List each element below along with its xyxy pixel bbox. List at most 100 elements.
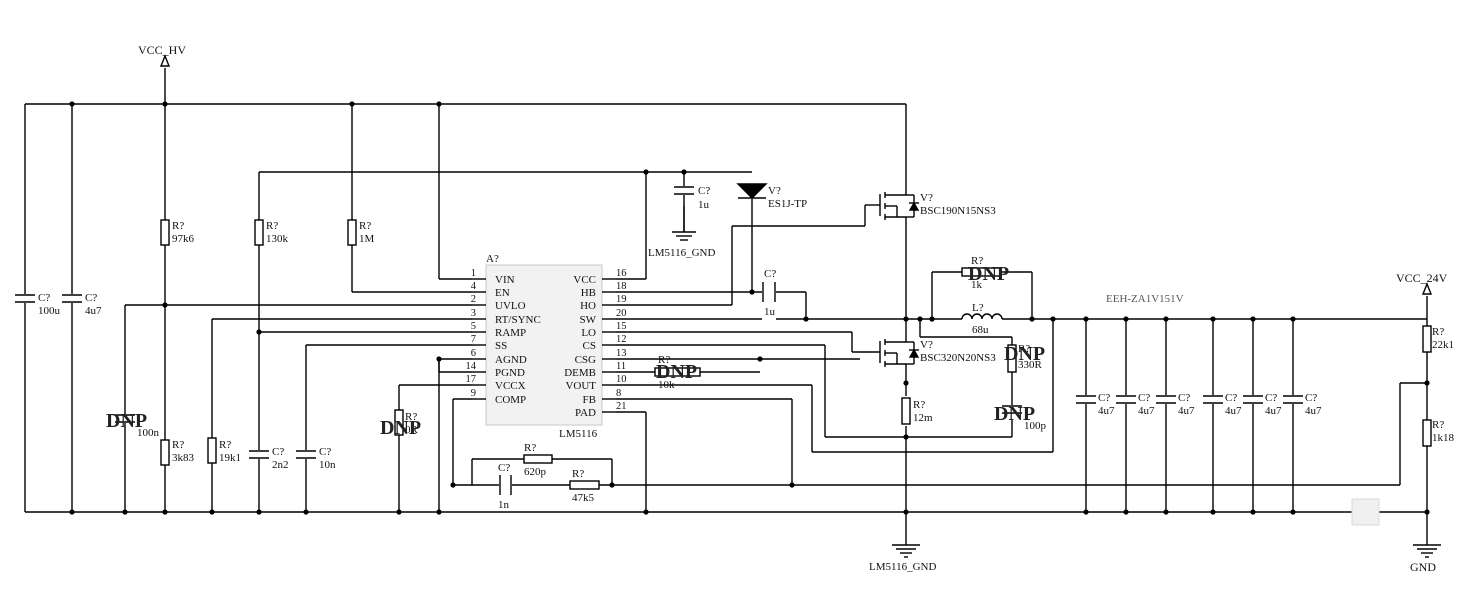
mosfet-high-side: V? BSC190N15NS3 bbox=[879, 190, 996, 222]
resistor-comp-ref: R? bbox=[524, 442, 536, 454]
mosfet-high-ref: V? bbox=[920, 192, 933, 204]
cap-2n2-ref: C? bbox=[272, 446, 284, 458]
pin-num: 9 bbox=[471, 388, 476, 399]
pin-num: 1 bbox=[471, 268, 476, 279]
resistor-47k5-value: 47k5 bbox=[572, 492, 595, 504]
cap-2n2: C? 2n2 bbox=[249, 446, 289, 471]
resistor-3k83: R? 3k83 bbox=[160, 439, 195, 466]
output-cap-value: 4u7 bbox=[1305, 405, 1322, 417]
resistor-12m-ref: R? bbox=[913, 399, 925, 411]
output-cap-ref: C? bbox=[1098, 392, 1110, 404]
gnd-label: GND bbox=[1410, 560, 1436, 574]
resistor-130k-value: 130k bbox=[266, 233, 289, 245]
pin-name: CS bbox=[583, 340, 596, 352]
resistor-1m-ref: R? bbox=[359, 220, 371, 232]
resistor-330r-ref: R? bbox=[1018, 343, 1030, 355]
cap-boot-1u: C? 1u bbox=[762, 268, 776, 318]
cap-100p-dnp: 100p DNP bbox=[994, 403, 1047, 432]
pin-name: CSG bbox=[575, 354, 596, 366]
dnp-mark: DNP bbox=[656, 361, 697, 383]
cap-100u-value: 100u bbox=[38, 305, 61, 317]
resistor-19k1-ref: R? bbox=[219, 439, 231, 451]
resistor-1m-value: 1M bbox=[359, 233, 375, 245]
pin-name: HO bbox=[580, 300, 596, 312]
output-cap-ref: C? bbox=[1265, 392, 1277, 404]
cap-4u7-input: C? 4u7 bbox=[62, 292, 102, 317]
pin-name: SS bbox=[495, 340, 507, 352]
pin-name: VCC bbox=[573, 274, 596, 286]
pin-name: VIN bbox=[495, 274, 515, 286]
pin-name: RT/SYNC bbox=[495, 314, 541, 326]
dnp-mark: DNP bbox=[106, 410, 147, 432]
resistor-130k-ref: R? bbox=[266, 220, 278, 232]
pin-num: 6 bbox=[471, 348, 476, 359]
resistor-10k-value: 10k bbox=[658, 379, 675, 391]
output-cap-value: 4u7 bbox=[1178, 405, 1195, 417]
dnp-mark: DNP bbox=[380, 417, 421, 439]
mosfet-high-value: BSC190N15NS3 bbox=[920, 205, 996, 217]
pin-name: DEMB bbox=[564, 367, 596, 379]
pin-name: UVLO bbox=[495, 300, 526, 312]
cap-100p-value: 100p bbox=[1024, 420, 1047, 432]
cap-4u7-input-value: 4u7 bbox=[85, 305, 102, 317]
lm5116-gnd-top-symbol: LM5116_GND bbox=[648, 206, 715, 259]
cap-10n-value: 10n bbox=[319, 459, 336, 471]
resistor-vccx-value: 0R bbox=[405, 424, 419, 436]
pin-name: VCCX bbox=[495, 380, 526, 392]
diode-value: ES1J-TP bbox=[768, 198, 807, 210]
cap-vcc-1u: C? 1u bbox=[674, 185, 710, 211]
inductor-value: 68u bbox=[972, 324, 989, 336]
vcc-hv-label: VCC_HV bbox=[138, 43, 186, 57]
pin-num: 16 bbox=[616, 268, 627, 279]
pin-num: 10 bbox=[616, 374, 627, 385]
gnd-symbol: GND bbox=[1410, 544, 1441, 574]
grey-square bbox=[1351, 498, 1380, 526]
lm5116-gnd-bottom-symbol: LM5116_GND bbox=[869, 544, 936, 573]
pin-name: RAMP bbox=[495, 327, 526, 339]
resistor-97k6-value: 97k6 bbox=[172, 233, 195, 245]
ic-designator: A? bbox=[486, 253, 499, 265]
pin-num: 17 bbox=[466, 374, 477, 385]
output-cap-ref: C? bbox=[1138, 392, 1150, 404]
resistor-97k6: R? 97k6 bbox=[160, 219, 195, 246]
inductor-68u: L? 68u bbox=[961, 302, 1003, 336]
resistor-19k1: R? 19k1 bbox=[207, 437, 241, 464]
resistor-22k1: R? 22k1 bbox=[1422, 325, 1454, 353]
resistor-10k-ref: R? bbox=[658, 354, 670, 366]
mosfet-low-ref: V? bbox=[920, 339, 933, 351]
output-cap-ref: C? bbox=[1178, 392, 1190, 404]
vcc-hv-port: VCC_HV bbox=[138, 43, 186, 67]
cap-comp-value: 1n bbox=[498, 499, 510, 511]
resistor-comp-value: 620p bbox=[524, 466, 547, 478]
output-cap-1: C? 4u7 bbox=[1076, 392, 1115, 417]
pin-name: FB bbox=[583, 394, 596, 406]
cap-boot-ref: C? bbox=[764, 268, 776, 280]
pin-num: 5 bbox=[471, 321, 476, 332]
pin-name: PGND bbox=[495, 367, 525, 379]
resistor-1k-value: 1k bbox=[971, 279, 983, 291]
resistor-47k5-ref: R? bbox=[572, 468, 584, 480]
pin-name: AGND bbox=[495, 354, 527, 366]
resistor-1k18-ref: R? bbox=[1432, 419, 1444, 431]
pin-name: PAD bbox=[575, 407, 596, 419]
pin-num: 13 bbox=[616, 348, 627, 359]
cap-2n2-value: 2n2 bbox=[272, 459, 289, 471]
cap-10n-ref: C? bbox=[319, 446, 331, 458]
output-cap-2: C? 4u7 bbox=[1116, 392, 1155, 417]
resistor-22k1-ref: R? bbox=[1432, 326, 1444, 338]
lm5116-gnd-top-label: LM5116_GND bbox=[648, 247, 715, 259]
pin-num: 20 bbox=[616, 308, 627, 319]
pin-num: 12 bbox=[616, 334, 627, 345]
resistor-vccx-dnp: R? 0R DNP bbox=[380, 409, 421, 439]
lm5116-gnd-bottom-label: LM5116_GND bbox=[869, 561, 936, 573]
cap-4u7-input-ref: C? bbox=[85, 292, 97, 304]
cap-comp-1n: C? 1n bbox=[498, 462, 512, 511]
resistor-1k-ref: R? bbox=[971, 255, 983, 267]
cap-comp-ref: C? bbox=[498, 462, 510, 474]
pin-num: 4 bbox=[471, 281, 477, 292]
dnp-mark: DNP bbox=[1004, 343, 1045, 365]
pin-num: 7 bbox=[471, 334, 476, 345]
resistor-10k-dnp: R? 10k DNP bbox=[654, 354, 701, 391]
pin-name: COMP bbox=[495, 394, 526, 406]
